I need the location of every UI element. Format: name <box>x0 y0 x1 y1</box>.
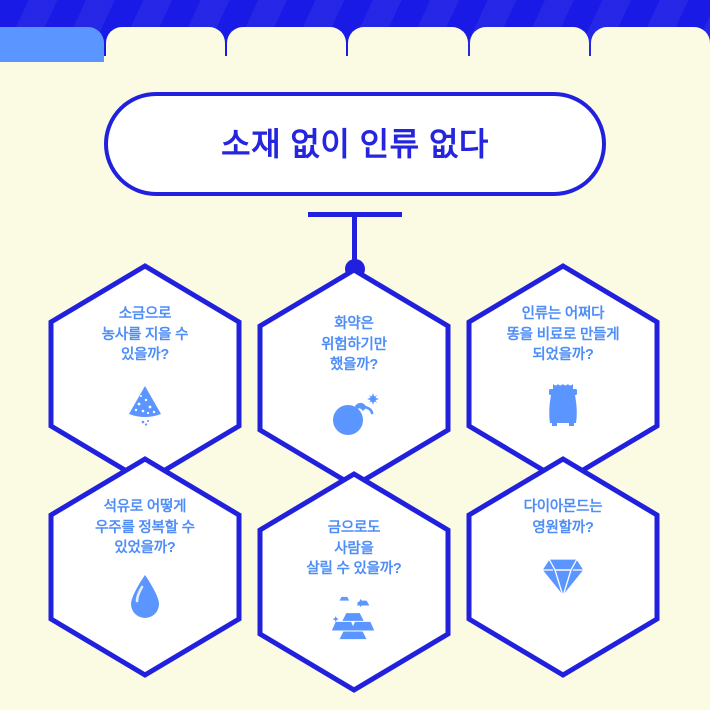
hex-label-oil: 석유로 어떻게 우주를 정복할 수 있었을까? <box>95 499 195 557</box>
hex-label-salt: 소금으로 농사를 지을 수 있을까? <box>101 306 189 364</box>
hex-node-gold[interactable]: 금으로도 사람을 살릴 수 있을까? <box>256 470 452 694</box>
hex-label-fertilizer: 인류는 어쩌다 똥을 비료로 만들게 되었을까? <box>506 306 620 364</box>
hex-node-content: 다이아몬드는 영원할까? <box>465 455 661 679</box>
hexagon-outline <box>47 455 243 679</box>
hex-node-content: 인류는 어쩌다 똥을 비료로 만들게 되었을까? <box>465 262 661 486</box>
tab-item-0[interactable] <box>0 27 104 62</box>
title-banner: 소재 없이 인류 없다 <box>104 92 606 196</box>
tab-item-4[interactable] <box>469 27 589 62</box>
hex-node-salt[interactable]: 소금으로 농사를 지을 수 있을까? <box>47 262 243 486</box>
hex-node-content: 소금으로 농사를 지을 수 있을까? <box>47 262 243 486</box>
gold-bars-icon <box>328 592 380 644</box>
tab-strip <box>0 27 710 62</box>
hex-node-fertilizer[interactable]: 인류는 어쩌다 똥을 비료로 만들게 되었을까? <box>465 262 661 486</box>
hex-node-diamond[interactable]: 다이아몬드는 영원할까? <box>465 455 661 679</box>
bomb-icon <box>328 388 380 440</box>
hex-node-content: 금으로도 사람을 살릴 수 있을까? <box>256 470 452 694</box>
tab-item-2[interactable] <box>227 27 347 62</box>
diamond-icon <box>537 550 589 602</box>
tab-item-3[interactable] <box>348 27 468 62</box>
hex-node-oil[interactable]: 석유로 어떻게 우주를 정복할 수 있었을까? <box>47 455 243 679</box>
tab-item-1[interactable] <box>106 27 226 62</box>
hex-node-content: 화약은 위험하기만 했을까? <box>256 266 452 490</box>
connector-stem <box>352 214 357 266</box>
salt-pile-icon <box>119 378 171 430</box>
hex-node-gunpowder[interactable]: 화약은 위험하기만 했을까? <box>256 266 452 490</box>
oil-droplet-icon <box>119 571 171 623</box>
hexagon-outline <box>256 470 452 694</box>
fertilizer-sack-icon <box>537 378 589 430</box>
tab-item-5[interactable] <box>590 27 710 62</box>
hex-label-gunpowder: 화약은 위험하기만 했을까? <box>321 316 387 374</box>
hex-label-gold: 금으로도 사람을 살릴 수 있을까? <box>306 520 402 578</box>
hex-node-content: 석유로 어떻게 우주를 정복할 수 있었을까? <box>47 455 243 679</box>
page-title: 소재 없이 인류 없다 <box>221 126 489 162</box>
hex-label-diamond: 다이아몬드는 영원할까? <box>523 499 603 536</box>
